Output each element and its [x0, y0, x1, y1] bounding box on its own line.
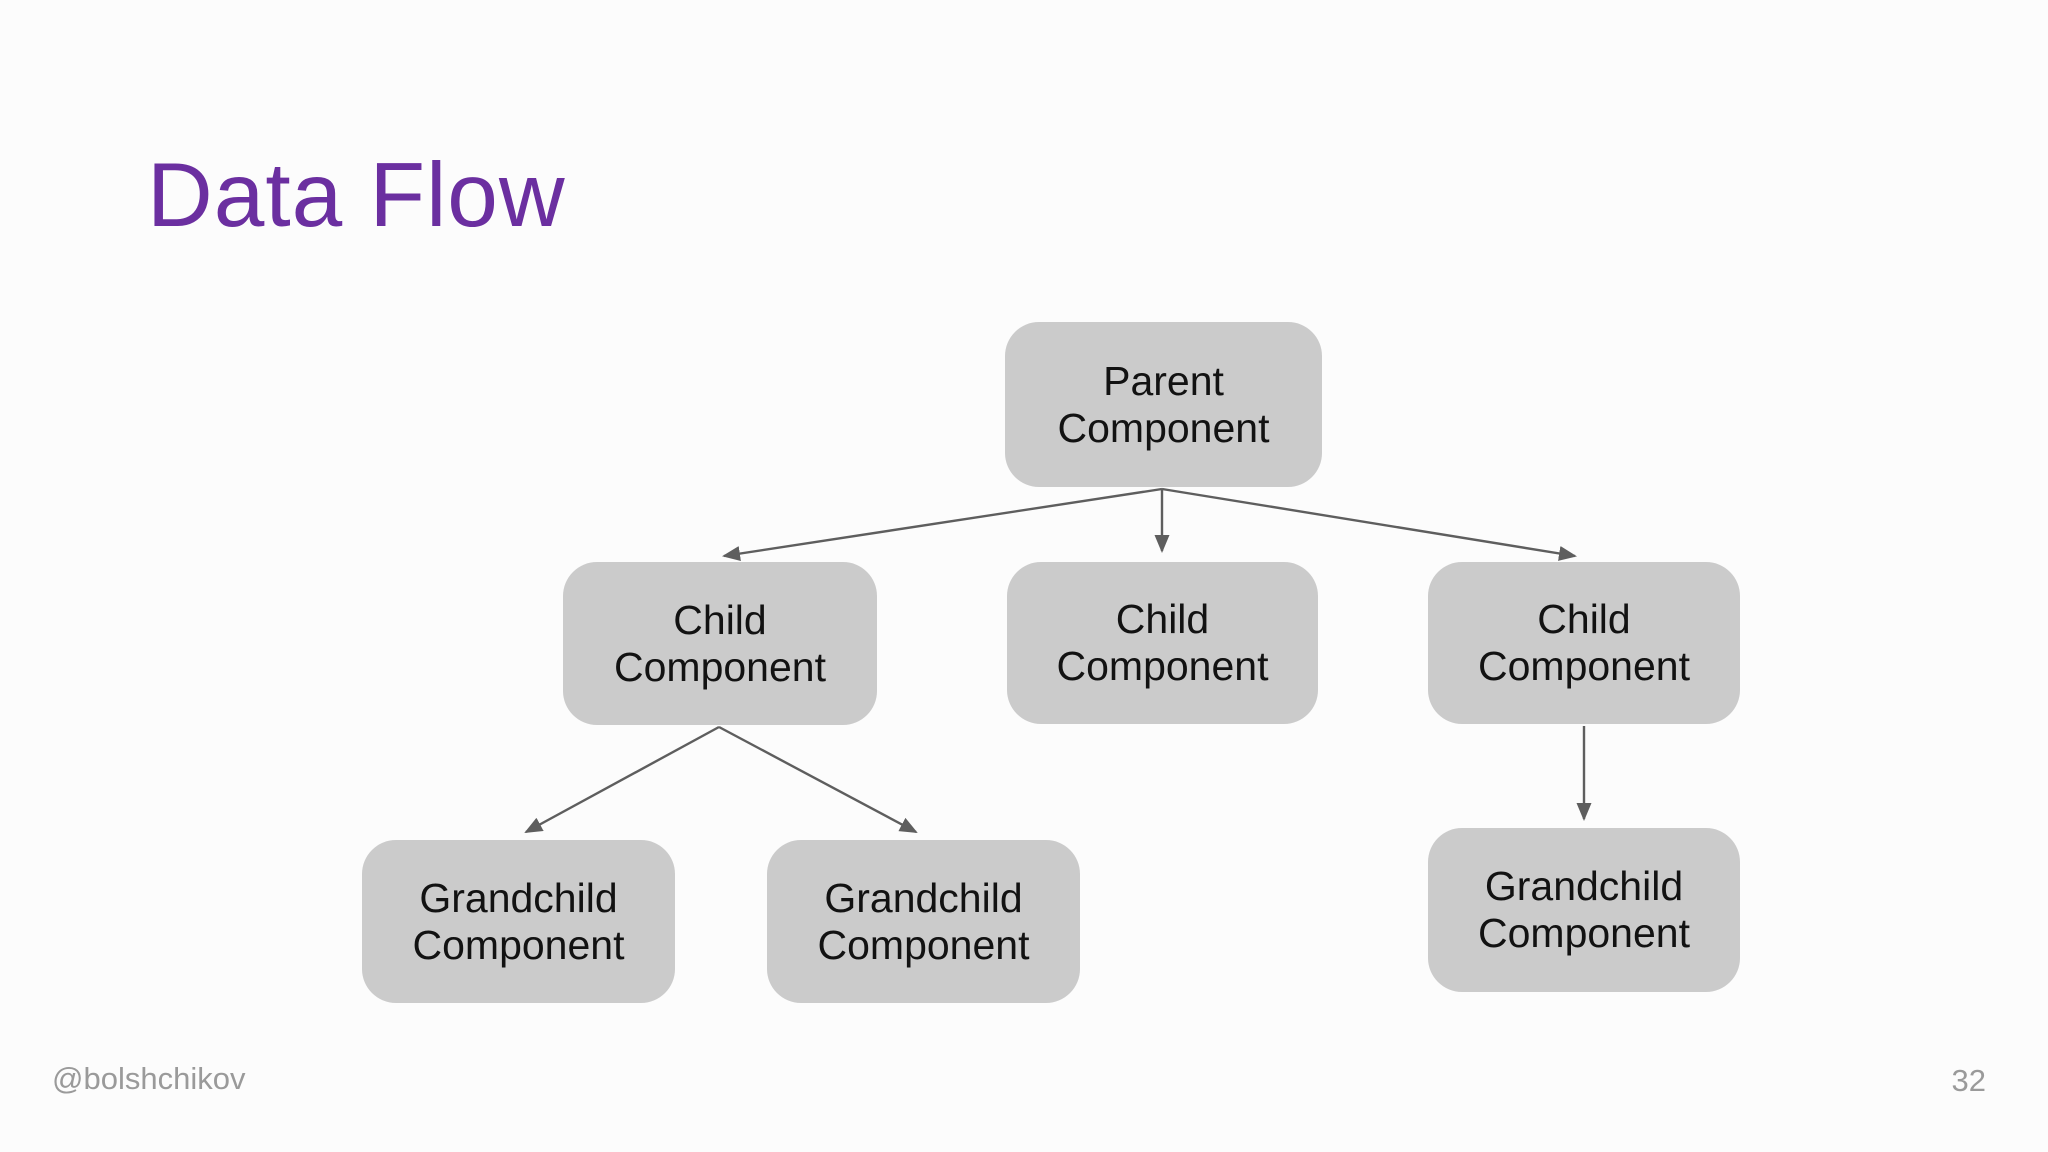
node-grandchild-component-1: Grandchild Component: [362, 840, 675, 1003]
node-label: Parent Component: [1057, 357, 1270, 451]
node-child-component-3: Child Component: [1428, 562, 1740, 724]
edge-parent-to-child-1: [722, 487, 1163, 561]
node-grandchild-component-2: Grandchild Component: [767, 840, 1080, 1003]
node-label: Child Component: [1056, 596, 1269, 689]
node-grandchild-component-3: Grandchild Component: [1428, 828, 1740, 992]
node-label: Child Component: [1478, 596, 1690, 689]
node-label: Child Component: [614, 596, 826, 690]
node-label: Grandchild Component: [1478, 863, 1690, 956]
node-child-component-2: Child Component: [1007, 562, 1318, 724]
node-label: Grandchild Component: [412, 874, 625, 968]
author-handle: @bolshchikov: [52, 1061, 246, 1096]
node-parent-component: Parent Component: [1005, 322, 1322, 487]
slide-title: Data Flow: [147, 145, 566, 246]
edge-child-1-to-grandchild-2: [718, 725, 918, 834]
edge-child-1-to-grandchild-1: [524, 725, 720, 834]
node-label: Grandchild Component: [817, 874, 1030, 968]
page-number: 32: [1951, 1063, 1986, 1098]
edge-parent-to-child-3: [1161, 487, 1577, 561]
node-child-component-1: Child Component: [563, 562, 877, 725]
